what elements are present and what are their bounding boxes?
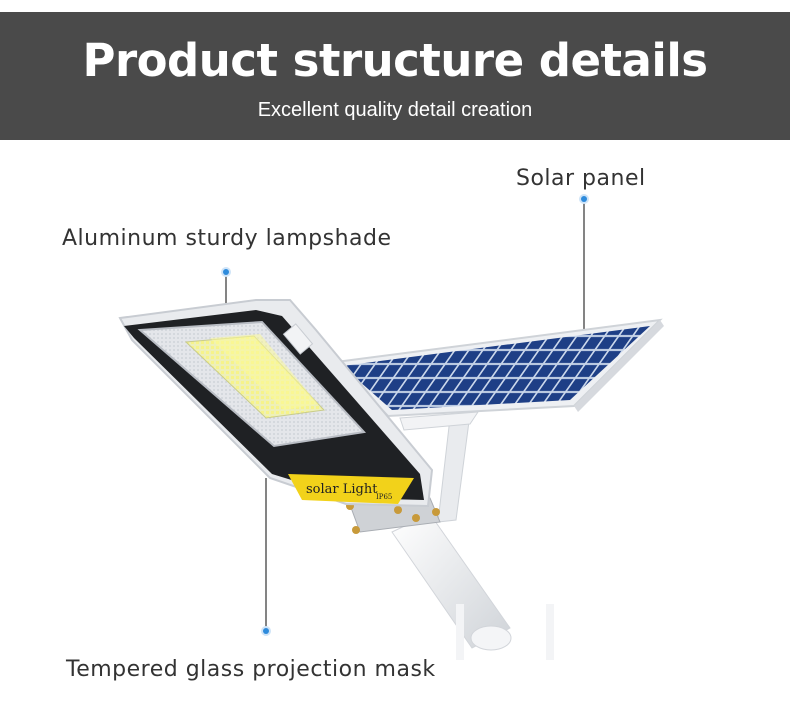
- nameplate-brand: solar Light: [306, 482, 378, 497]
- pole: [391, 513, 554, 660]
- nameplate-rating: IP65: [376, 493, 392, 501]
- lampshade-label: Aluminum sturdy lampshade: [62, 226, 392, 251]
- glass-mask-label: Tempered glass projection mask: [66, 657, 436, 682]
- callout-dots: [221, 194, 589, 636]
- page-title: Product structure details: [82, 34, 708, 87]
- solar-panel-label: Solar panel: [516, 166, 646, 191]
- header-banner: Product structure details Excellent qual…: [0, 12, 790, 140]
- solar-panel: [333, 318, 664, 418]
- page-subtitle: Excellent quality detail creation: [257, 99, 533, 121]
- nameplate: solar Light IP65: [288, 474, 414, 504]
- led-array: [184, 334, 326, 419]
- panel-bracket: [399, 411, 479, 523]
